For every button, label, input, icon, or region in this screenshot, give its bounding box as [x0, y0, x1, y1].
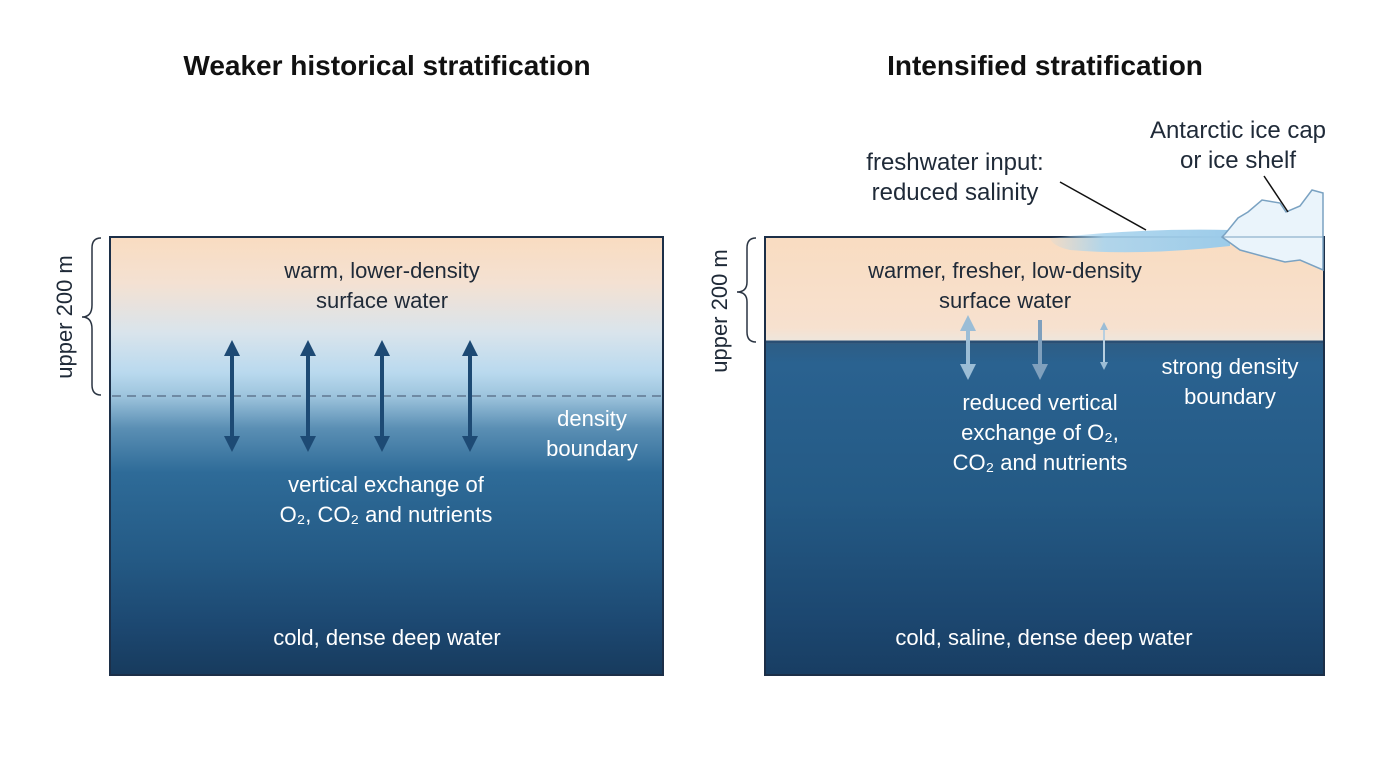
right-panel-title: Intensified stratification: [887, 50, 1203, 81]
left-depth-brace: [81, 237, 102, 396]
right-depth-brace: [736, 237, 757, 343]
ice-leader-line: [1263, 175, 1289, 213]
right-ocean-panel: [764, 236, 1325, 676]
left-exchange-label: vertical exchange of O₂, CO₂ and nutrien…: [279, 472, 493, 527]
left-density-boundary-label: density boundary: [546, 406, 638, 461]
right-surface-water-label: warmer, fresher, low-density surface wat…: [868, 258, 1142, 313]
left-ocean-panel: [109, 236, 664, 676]
ice-cap-label: Antarctic ice cap or ice shelf: [1149, 117, 1327, 174]
left-panel-title: Weaker historical stratification: [183, 50, 591, 81]
right-depth-label: upper 200 m: [707, 249, 732, 373]
right-density-boundary-label: strong density boundary: [1161, 354, 1299, 409]
left-deep-water-label: cold, dense deep water: [273, 625, 501, 650]
freshwater-plume: [1050, 229, 1230, 253]
right-exchange-arrows: [960, 315, 1108, 380]
left-exchange-arrows: [224, 340, 478, 452]
freshwater-leader-line: [1059, 181, 1147, 231]
right-exchange-label: reduced vertical exchange of O₂, CO₂ and…: [952, 390, 1128, 475]
ice-shelf: [1220, 189, 1324, 272]
right-deep-water-label: cold, saline, dense deep water: [895, 625, 1193, 650]
left-surface-water-label: warm, lower-density surface water: [284, 258, 480, 313]
freshwater-input-label: freshwater input: reduced salinity: [866, 149, 1044, 206]
left-depth-label: upper 200 m: [52, 255, 77, 379]
